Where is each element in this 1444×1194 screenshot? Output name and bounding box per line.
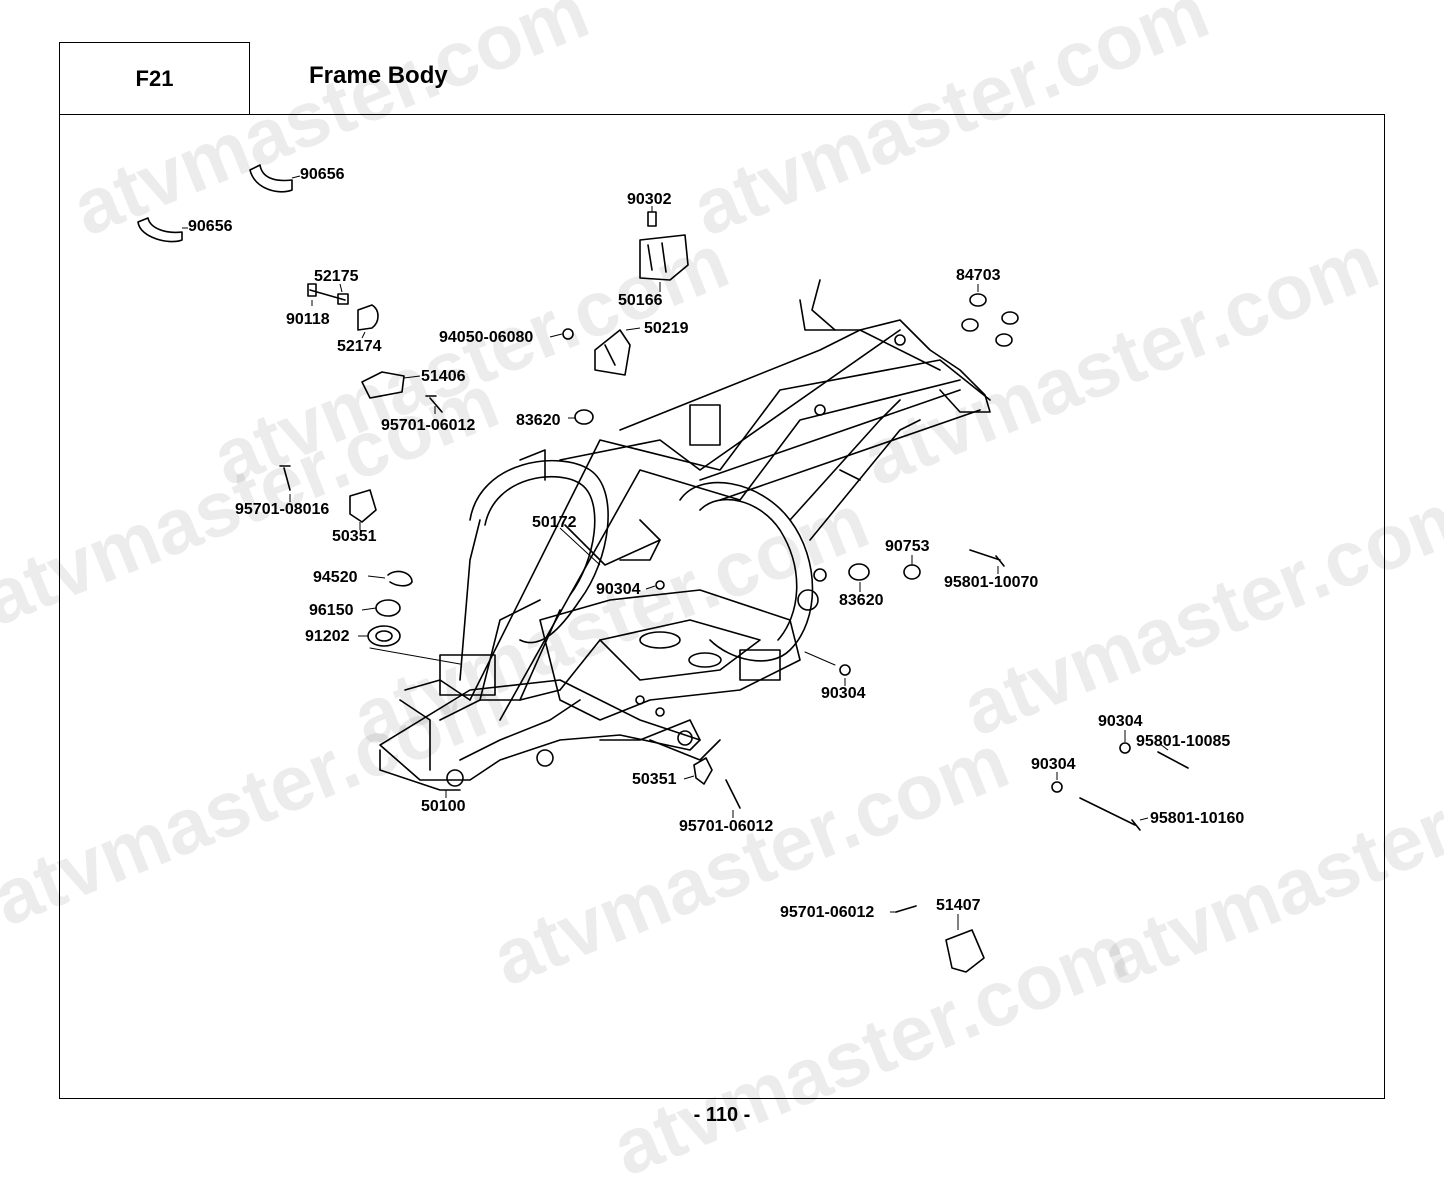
bracket-50351-a-icon	[349, 489, 377, 523]
part-label: 90656	[188, 218, 233, 235]
frame-50100	[379, 279, 991, 791]
bushing-52174-icon	[357, 304, 379, 331]
part-label: 90656	[300, 166, 345, 183]
part-label: 51407	[936, 897, 981, 914]
part-label: 50219	[644, 320, 689, 337]
mount-84703-icon	[961, 293, 1019, 347]
part-label: 95701-08016	[235, 501, 330, 518]
part-label: 83620	[839, 592, 884, 609]
cap-83620-a-icon	[574, 409, 594, 425]
bolt-95801-10085-icon	[1157, 751, 1189, 769]
bolt-95801-10070-icon	[969, 549, 1005, 567]
bolt-95701-06012-a-icon	[425, 395, 443, 413]
nut-90304-a-icon	[655, 580, 665, 590]
part-label: 94520	[313, 569, 358, 586]
frame-body-exploded-diagram	[137, 164, 1189, 973]
part-label: 91202	[305, 628, 350, 645]
part-label: 90753	[885, 538, 930, 555]
cap-83620-b-icon	[848, 563, 870, 581]
circlip-94520-icon	[387, 570, 413, 587]
part-label: 95701-06012	[780, 904, 875, 921]
clamp-90656-a-icon	[249, 164, 293, 193]
page-number: - 110 -	[693, 1104, 751, 1126]
seal-96150-icon	[375, 599, 401, 617]
bolt-95701-08016-icon	[279, 465, 291, 491]
part-label: 50351	[632, 771, 677, 788]
section-code: F21	[59, 42, 250, 115]
bolt-94050-06080-icon	[562, 328, 574, 340]
part-label: 50166	[618, 292, 663, 309]
part-label: 90118	[286, 311, 330, 328]
section-title: Frame Body	[309, 62, 448, 89]
part-label: 50172	[532, 514, 577, 531]
bracket-51407-icon	[945, 929, 985, 973]
part-label: 90302	[627, 191, 672, 208]
bolt-90118-icon	[307, 283, 346, 301]
nut-90304-b-icon	[839, 664, 851, 676]
bolt-95701-06012-c-icon	[895, 905, 917, 913]
part-label: 90304	[596, 581, 641, 598]
part-label: 50351	[332, 528, 377, 545]
part-label: 95801-10085	[1136, 733, 1231, 750]
pipe-50172-icon	[564, 524, 661, 566]
part-label: 95701-06012	[381, 417, 476, 434]
bracket-50166-icon	[639, 234, 689, 281]
part-label: 94050-06080	[439, 329, 534, 346]
bracket-50351-b-icon	[693, 757, 713, 785]
part-label: 95801-10070	[944, 574, 1039, 591]
bracket-50219-icon	[594, 329, 631, 376]
part-label: 90304	[1031, 756, 1076, 773]
part-label: 95701-06012	[679, 818, 774, 835]
part-label: 90304	[1098, 713, 1143, 730]
clamp-90656-b-icon	[137, 217, 183, 243]
bearing-91202-icon	[367, 625, 401, 647]
part-label: 50100	[421, 798, 466, 815]
part-label: 83620	[516, 412, 561, 429]
part-label: 96150	[309, 602, 354, 619]
part-label: 52175	[314, 268, 359, 285]
bracket-51406-icon	[361, 371, 405, 399]
part-label: 90304	[821, 685, 866, 702]
part-label: 51406	[421, 368, 466, 385]
spacer-52175-icon	[337, 293, 349, 305]
nut-90304-c-icon	[1119, 742, 1131, 754]
diagram-frame	[59, 114, 1385, 1099]
part-label: 95801-10160	[1150, 810, 1245, 827]
part-label: 52174	[337, 338, 382, 355]
ring-90753-icon	[903, 564, 921, 580]
bolt-95701-06012-b-icon	[725, 779, 741, 809]
bolt-95801-10160-icon	[1079, 797, 1141, 831]
nut-90304-d-icon	[1051, 781, 1063, 793]
bolt-90302-icon	[647, 211, 657, 227]
part-label: 84703	[956, 267, 1001, 284]
